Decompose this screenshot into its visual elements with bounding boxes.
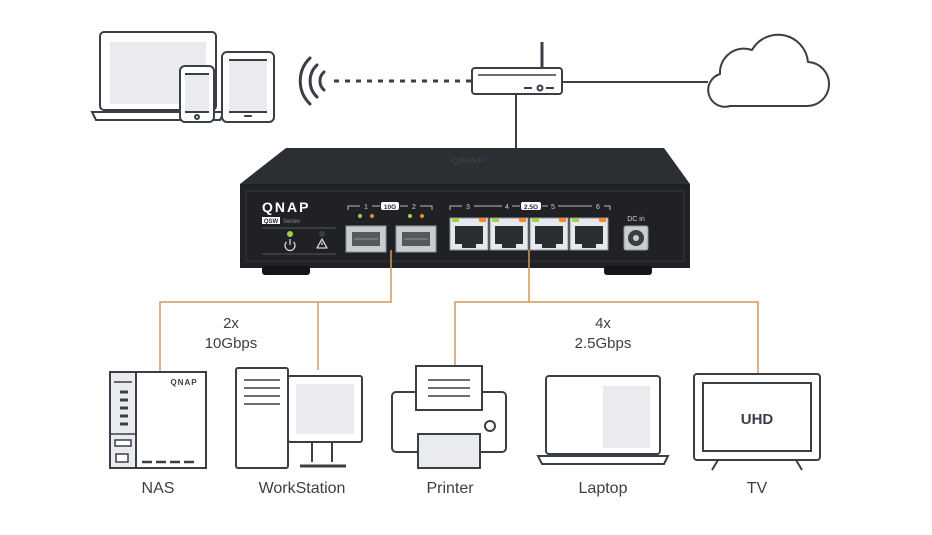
workstation-device-icon — [235, 367, 363, 469]
tv-device-icon — [693, 373, 821, 471]
device-label-laptop: Laptop — [578, 480, 628, 497]
tv-screen-text: UHD — [741, 411, 774, 428]
cloud-icon — [707, 33, 830, 108]
rj45-group-label: 2.5G — [524, 204, 538, 211]
sfp-link-label: 2x 10Gbps — [186, 314, 276, 354]
sfp-links — [159, 250, 392, 372]
port-number-3: 3 — [466, 204, 470, 211]
rj45-link-speed: 2.5Gbps — [574, 335, 632, 352]
sfp2-link-led — [408, 214, 412, 218]
sfp2-act-led — [420, 214, 424, 218]
port-number-5: 5 — [551, 204, 555, 211]
network-switch: QNAP QNAP QSW Series — [240, 148, 690, 275]
switch-brand-logo: QNAP — [262, 199, 310, 215]
rj45-link-count: 4x — [595, 315, 611, 332]
printer-device-icon — [391, 365, 507, 469]
rj45-port-6 — [569, 217, 609, 251]
rj45-port-3 — [449, 217, 489, 251]
rj45-links — [454, 250, 759, 374]
device-label-nas: NAS — [141, 480, 175, 497]
warning-icon — [316, 238, 328, 249]
power-led — [287, 231, 293, 237]
rj45-group-bracket — [449, 205, 611, 210]
device-label-tv: TV — [746, 480, 768, 497]
sfp1-act-led — [370, 214, 374, 218]
laptop-device-icon — [536, 375, 670, 465]
phone-client-icon — [179, 65, 215, 123]
model-badge — [262, 217, 280, 224]
power-icon — [284, 239, 296, 252]
dc-in-label: DC in — [627, 216, 645, 223]
device-label-printer: Printer — [426, 480, 474, 497]
nas-device-icon — [109, 371, 207, 469]
nas-brand-logo: QNAP — [170, 378, 197, 387]
port-number-2: 2 — [412, 204, 416, 211]
rj45-port-4 — [489, 217, 529, 251]
sfp-port-2 — [395, 225, 437, 253]
series-text: Series — [283, 219, 300, 225]
switch-top-logo: QNAP — [451, 157, 486, 165]
rj45-port-5 — [529, 217, 569, 251]
sfp-port-1 — [345, 225, 387, 253]
rj45-link-label: 4x 2.5Gbps — [558, 314, 648, 354]
alert-led — [319, 231, 325, 237]
sfp1-link-led — [358, 214, 362, 218]
port-number-1: 1 — [364, 204, 368, 211]
router-icon — [471, 42, 563, 95]
dc-in-port — [623, 225, 649, 251]
model-badge-text: QSW — [264, 219, 279, 225]
port-number-4: 4 — [505, 204, 509, 211]
sfp-group-bracket — [347, 205, 433, 210]
wifi-signal-icon — [298, 56, 326, 106]
device-label-workstation: WorkStation — [258, 480, 346, 497]
port-number-6: 6 — [596, 204, 600, 211]
tablet-client-icon — [221, 51, 275, 123]
sfp-group-label: 10G — [384, 204, 396, 211]
sfp-link-count: 2x — [223, 315, 239, 332]
sfp-link-speed: 10Gbps — [204, 335, 258, 352]
